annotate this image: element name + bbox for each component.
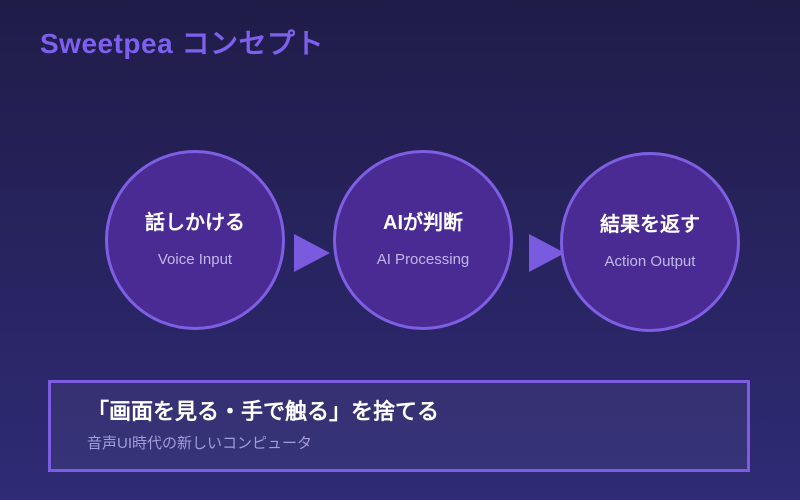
key-message-subheading: 音声UI時代の新しいコンピュータ xyxy=(87,434,313,452)
step-label-en: Voice Input xyxy=(157,251,233,269)
slide-title: Sweetpea コンセプト xyxy=(40,28,324,59)
step-label-en: AI Processing xyxy=(376,251,470,269)
key-message-box: 「画面を見る・手で触る」を捨てる 音声UI時代の新しいコンピュータ xyxy=(48,380,750,472)
key-message-heading: 「画面を見る・手で触る」を捨てる xyxy=(87,399,440,424)
step-label-en: Action Output xyxy=(604,253,696,271)
step-label-jp: AIが判断 xyxy=(383,212,463,235)
step-circle-action-output: 結果を返す Action Output xyxy=(560,152,740,332)
step-label-jp: 結果を返す xyxy=(600,214,700,237)
arrow-right-icon xyxy=(294,234,330,272)
step-label-jp: 話しかける xyxy=(145,212,245,235)
step-circle-voice-input: 話しかける Voice Input xyxy=(105,150,285,330)
step-circle-ai-processing: AIが判断 AI Processing xyxy=(333,150,513,330)
